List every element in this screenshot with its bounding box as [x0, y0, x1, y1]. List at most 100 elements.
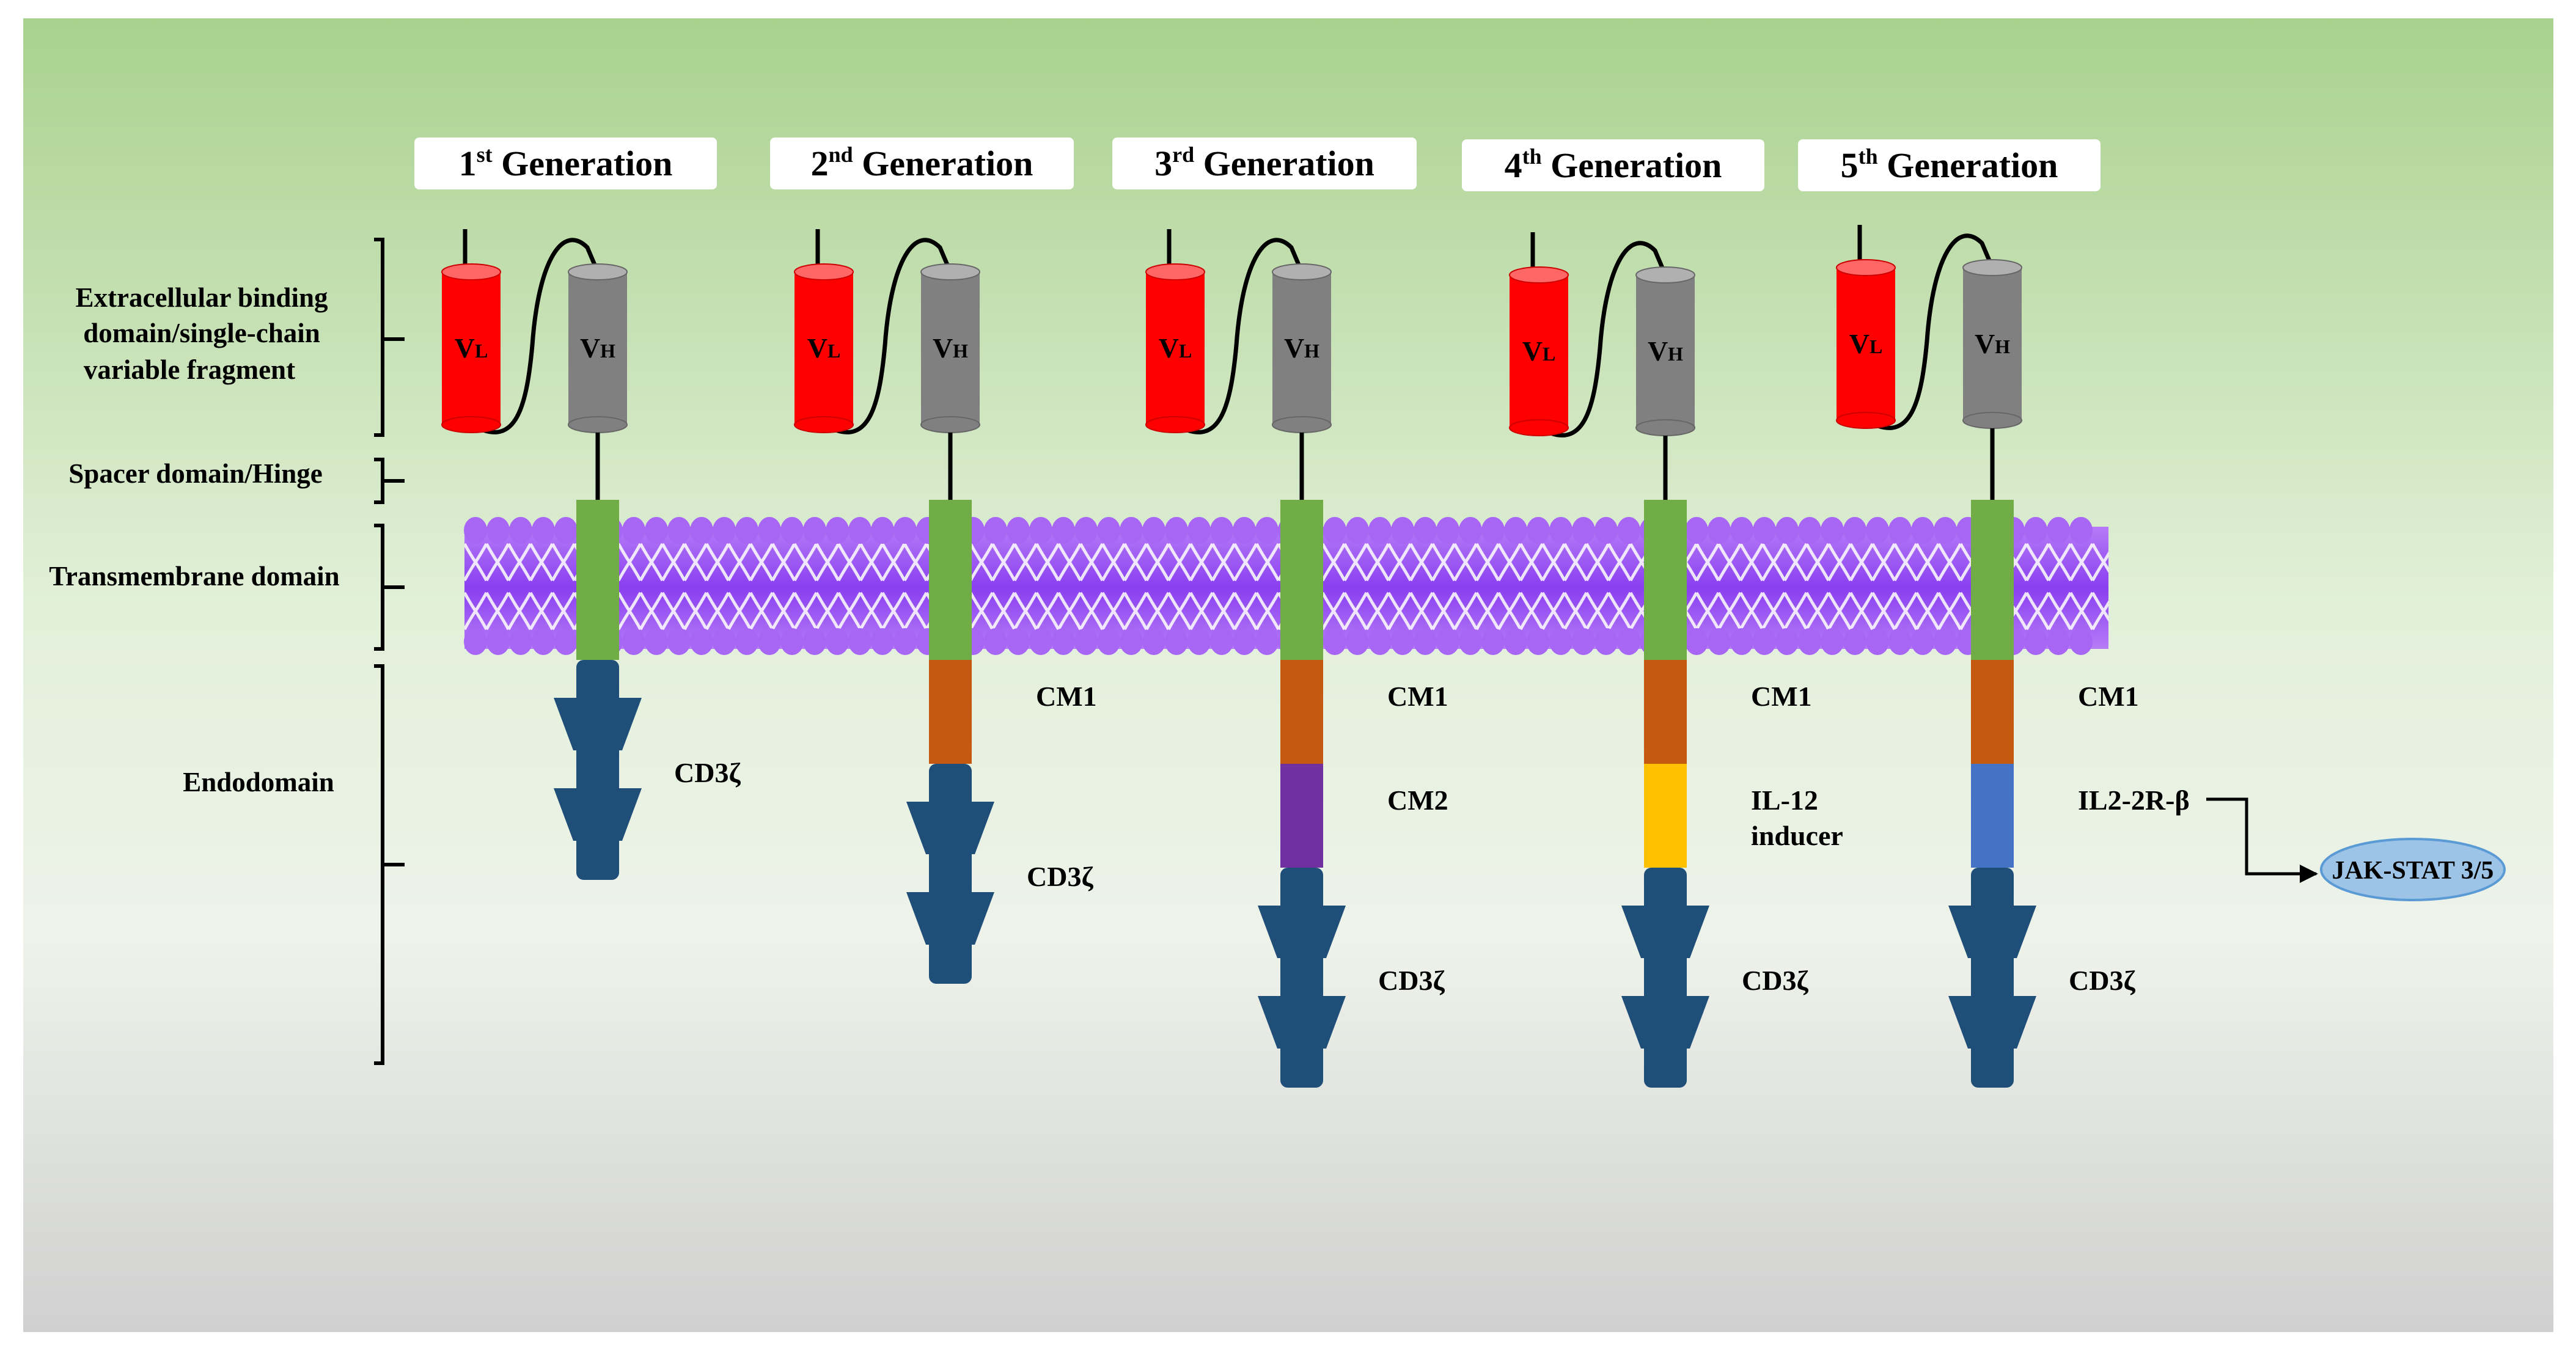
- extracellular-bracket: [374, 238, 405, 437]
- jak-stat-signal: JAK-STAT 3/5: [2206, 797, 2506, 901]
- lipid-head: [1753, 517, 1776, 544]
- lipid-head: [1821, 628, 1844, 655]
- transmembrane-label: Transmembrane domain: [49, 561, 339, 591]
- scfv: VL VH: [1145, 229, 1332, 434]
- lipid-head: [1527, 628, 1550, 655]
- lipid-head: [1572, 517, 1595, 544]
- signaling-domain-label: CM2: [1387, 785, 1448, 816]
- lipid-head: [1459, 517, 1482, 544]
- lipid-head: [1459, 628, 1482, 655]
- lipid-head: [848, 628, 872, 655]
- lipid-head: [826, 628, 849, 655]
- lipid-head: [1617, 517, 1640, 544]
- jak-stat-node: [2320, 838, 2506, 901]
- lipid-head: [848, 517, 872, 544]
- lipid-head: [713, 628, 736, 655]
- lipid-head: [464, 517, 487, 544]
- lipid-head: [826, 517, 849, 544]
- lipid-head: [1052, 628, 1075, 655]
- endodomain-bracket: [374, 664, 405, 1065]
- signaling-domain-label: inducer: [1751, 820, 1843, 851]
- vl-label: VL: [807, 332, 841, 364]
- lipid-head: [1549, 628, 1572, 655]
- signaling-domain-label: CM1: [1036, 681, 1097, 712]
- generation-title-box: [414, 137, 717, 189]
- lipid-head: [780, 628, 804, 655]
- scfv: VL VH: [441, 229, 628, 434]
- signaling-domain: [929, 660, 972, 764]
- vl-domain: VL: [1145, 263, 1205, 433]
- lipid-head: [1255, 628, 1279, 655]
- lipid-head: [1142, 517, 1165, 544]
- lipid-head: [1481, 628, 1505, 655]
- lipid-head: [667, 517, 691, 544]
- vl-domain: VL: [441, 263, 501, 433]
- lipid-head: [1730, 517, 1753, 544]
- generation-title-box: [1462, 139, 1764, 191]
- lipid-head: [1504, 517, 1527, 544]
- lipid-head: [1888, 517, 1912, 544]
- extracellular-label-line-3: variable fragment: [84, 354, 295, 385]
- lipid-head: [690, 628, 713, 655]
- endodomain-label: Endodomain: [183, 767, 334, 797]
- lipid-head: [758, 517, 781, 544]
- vh-label: VH: [1284, 332, 1319, 364]
- lipid-head: [1685, 628, 1708, 655]
- generation-title: 4th Generation: [1505, 144, 1722, 185]
- lipid-head: [645, 517, 668, 544]
- lipid-head: [554, 517, 578, 544]
- lipid-head: [645, 628, 668, 655]
- lipid-head: [1391, 628, 1414, 655]
- spacer-bracket: [374, 458, 405, 504]
- lipid-head: [1775, 517, 1799, 544]
- lipid-head: [735, 517, 758, 544]
- vl-domain: VL: [794, 263, 854, 433]
- transmembrane-segment: [576, 500, 619, 660]
- lipid-head: [1414, 628, 1437, 655]
- lipid-head: [758, 628, 781, 655]
- signaling-domain: [1644, 764, 1687, 868]
- lipid-head: [2024, 628, 2047, 655]
- generation-title: 5th Generation: [1841, 144, 2058, 185]
- lipid-head: [1708, 628, 1731, 655]
- lipid-head: [1527, 517, 1550, 544]
- vh-domain: VH: [568, 263, 628, 433]
- lipid-head: [1911, 517, 1934, 544]
- lipid-head: [2069, 628, 2093, 655]
- cd3z-domain: CD3ζ: [1948, 868, 2135, 1088]
- signaling-domain-label: CM1: [1751, 681, 1812, 712]
- lipid-head: [1685, 517, 1708, 544]
- lipid-head: [1029, 517, 1052, 544]
- jak-stat-arrow: [2206, 797, 2318, 883]
- lipid-head: [1233, 517, 1256, 544]
- vh-domain: VH: [1272, 263, 1332, 433]
- generation-title-box: [1112, 137, 1417, 189]
- transmembrane-segment: [1971, 500, 2014, 660]
- cd3z-label: CD3ζ: [674, 757, 741, 788]
- lipid-head: [803, 517, 826, 544]
- lipid-head: [1391, 517, 1414, 544]
- vh-label: VH: [580, 332, 615, 364]
- transmembrane-segment: [1280, 500, 1323, 660]
- signaling-domain-label: CM1: [2078, 681, 2139, 712]
- lipid-head: [1414, 517, 1437, 544]
- lipid-head: [486, 517, 510, 544]
- lipid-head: [509, 628, 532, 655]
- lipid-head: [1843, 628, 1866, 655]
- spacer-label: Spacer domain/Hinge: [68, 458, 322, 489]
- signaling-domain-label: IL2-2R-β: [2078, 785, 2190, 816]
- generation-title: 2nd Generation: [811, 142, 1033, 183]
- lipid-head: [1798, 517, 1821, 544]
- lipid-head: [735, 628, 758, 655]
- vh-label: VH: [933, 332, 968, 364]
- transmembrane-bracket: [374, 524, 405, 651]
- cd3z-label: CD3ζ: [1027, 861, 1093, 892]
- lipid-head: [2024, 517, 2047, 544]
- domain-labels: Extracellular binding domain/single-chai…: [49, 282, 339, 797]
